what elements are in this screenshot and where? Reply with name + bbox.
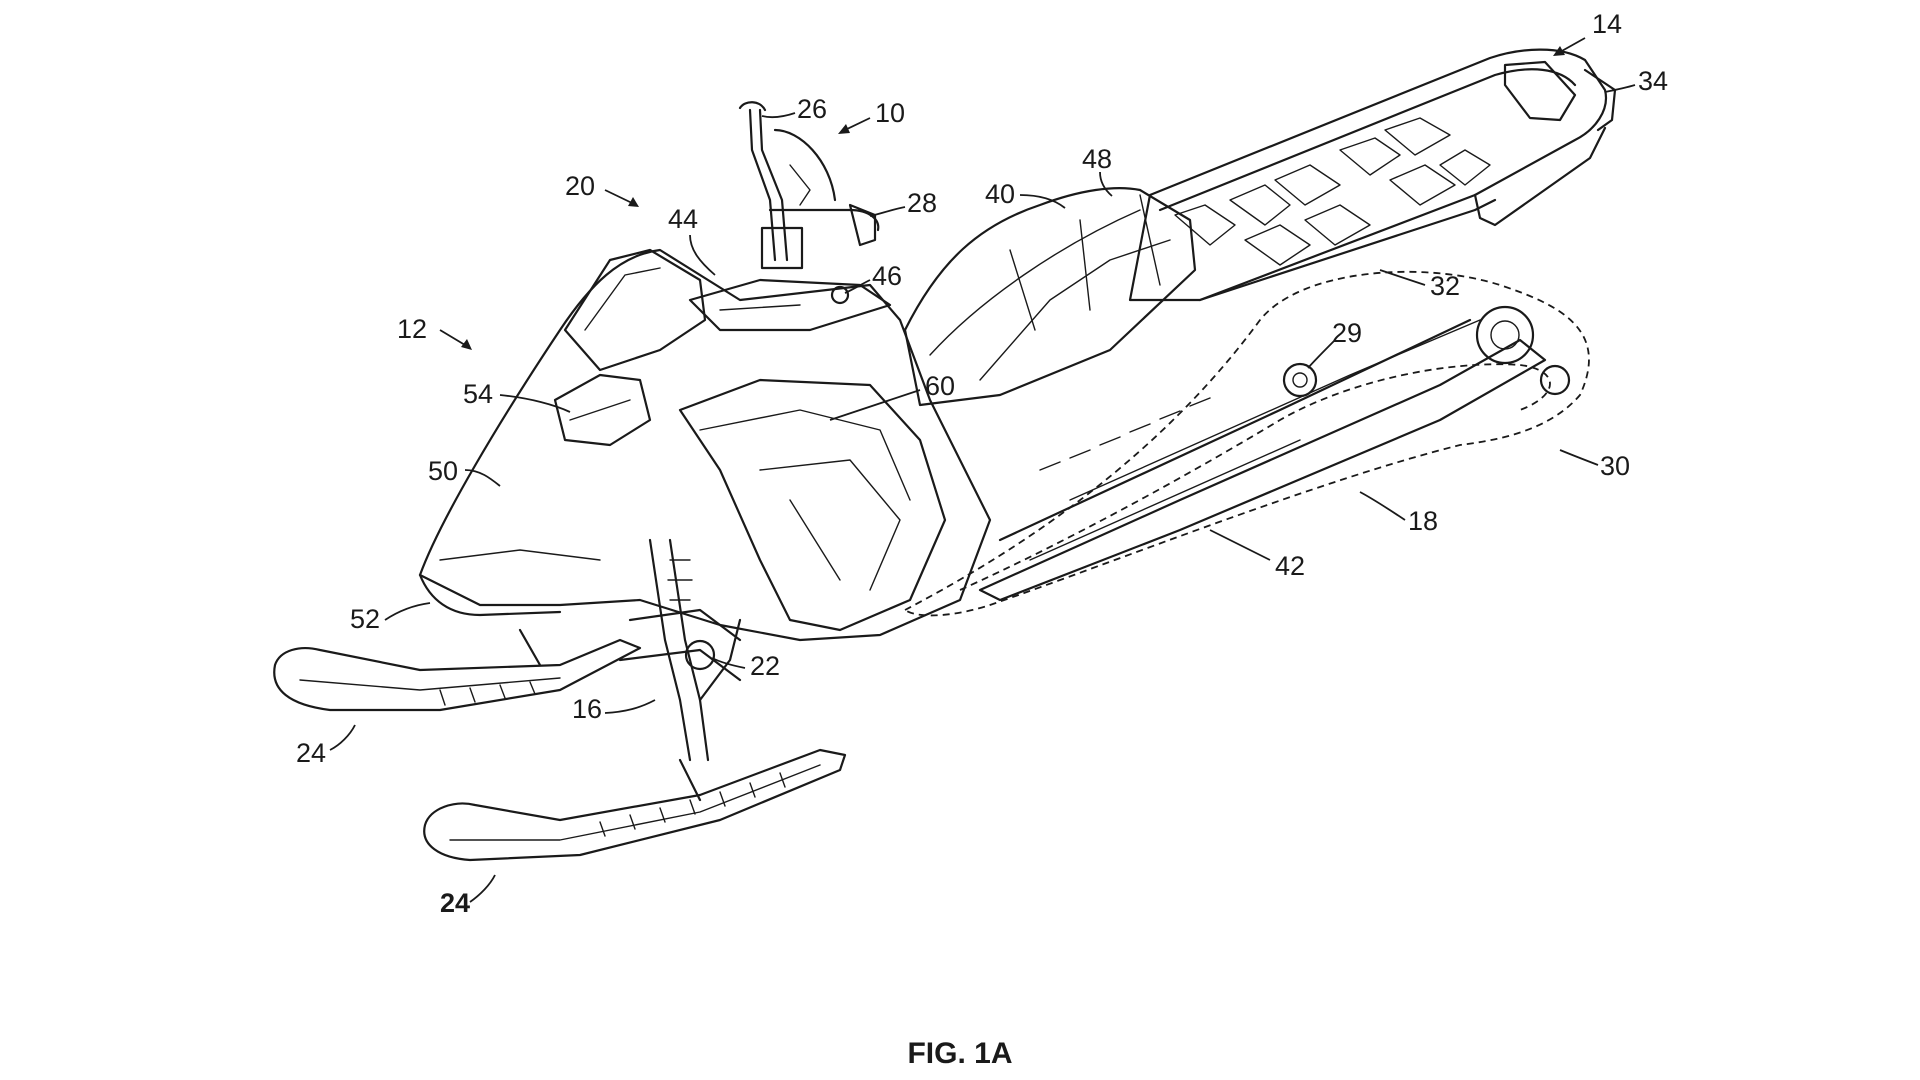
- ref-numeral-42: 42: [1275, 551, 1305, 581]
- handlebars: [738, 101, 880, 270]
- track-outline-dashed: [903, 270, 1590, 617]
- ref-numeral-40: 40: [985, 179, 1015, 209]
- ref-numeral-34: 34: [1638, 66, 1668, 96]
- ref-numeral-44: 44: [668, 204, 698, 234]
- leader-lines: [329, 37, 1636, 903]
- ref-numeral-52: 52: [350, 604, 380, 634]
- ref-numeral-16: 16: [572, 694, 602, 724]
- ref-numeral-14: 14: [1592, 9, 1622, 39]
- ref-numeral-28: 28: [907, 188, 937, 218]
- rear-tunnel: [1128, 48, 1617, 302]
- ski-right: [423, 748, 847, 862]
- reference-numerals: 10 12 14 16 18 20 22 24 24 26 28 29 30 3…: [296, 9, 1668, 918]
- ref-numeral-12: 12: [397, 314, 427, 344]
- ref-numeral-24-left: 24: [296, 738, 326, 768]
- ref-numeral-29: 29: [1332, 318, 1362, 348]
- front-suspension: [618, 538, 742, 762]
- ref-numeral-22: 22: [750, 651, 780, 681]
- ref-numeral-32: 32: [1430, 271, 1460, 301]
- ref-numeral-18: 18: [1408, 506, 1438, 536]
- seat: [903, 187, 1197, 407]
- track-outline-inner-dashed: [959, 363, 1551, 591]
- ref-numeral-26: 26: [797, 94, 827, 124]
- snowmobile-drawing: [273, 37, 1636, 903]
- figure-caption: FIG. 1A: [907, 1037, 1012, 1070]
- ref-numeral-48: 48: [1082, 144, 1112, 174]
- front-body: [418, 248, 992, 642]
- ref-numeral-46: 46: [872, 261, 902, 291]
- ref-numeral-60: 60: [925, 371, 955, 401]
- ref-numeral-50: 50: [428, 456, 458, 486]
- ref-numeral-54: 54: [463, 379, 493, 409]
- ref-numeral-20: 20: [565, 171, 595, 201]
- chassis-rails: [978, 305, 1571, 602]
- ref-numeral-10: 10: [875, 98, 905, 128]
- ref-numeral-24-right: 24: [440, 888, 470, 918]
- ski-left: [273, 628, 642, 712]
- ref-numeral-30: 30: [1600, 451, 1630, 481]
